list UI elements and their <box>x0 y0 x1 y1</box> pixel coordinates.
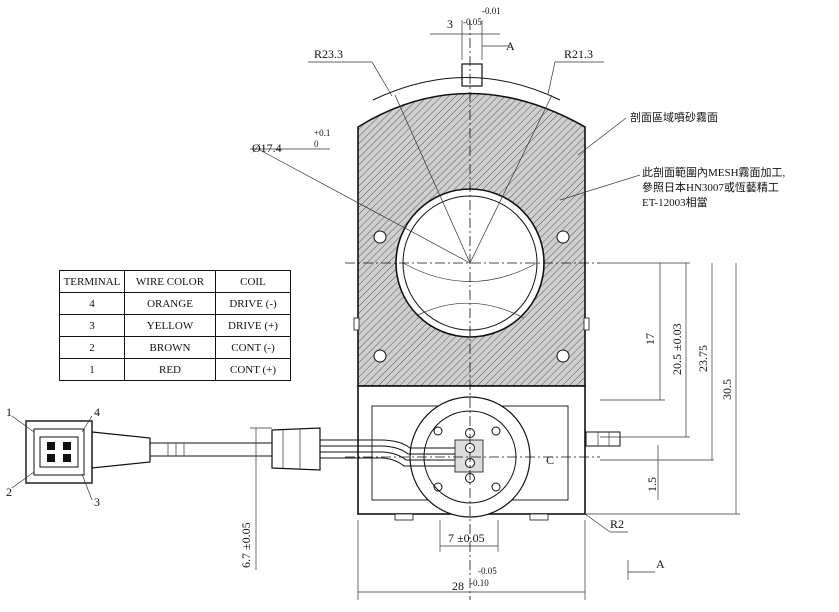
table-row: 4 ORANGE DRIVE (-) <box>59 292 291 315</box>
bore-tolerance-upper: +0.1 <box>314 128 330 138</box>
hatched-body <box>353 63 590 387</box>
table-row: 3 YELLOW DRIVE (+) <box>59 314 291 337</box>
cell-terminal: 1 <box>59 358 125 381</box>
header-coil: COIL <box>215 270 291 293</box>
mounting-hole <box>556 230 570 244</box>
cell-coil: CONT (+) <box>215 358 291 381</box>
cell-wire-color: BROWN <box>124 336 216 359</box>
section-mark-bottom: A <box>656 557 665 571</box>
cell-terminal: 3 <box>59 314 125 337</box>
cell-terminal: 2 <box>59 336 125 359</box>
pin-label: 4 <box>94 405 100 419</box>
bore-diameter: Ø17.4 <box>252 141 282 155</box>
section-mark-top: A <box>506 39 515 53</box>
slot-tolerance-lower: -0.05 <box>463 17 482 27</box>
header-wire-color: WIRE COLOR <box>124 270 216 293</box>
table-row: 2 BROWN CONT (-) <box>59 336 291 359</box>
dimension-17: 17 <box>643 333 657 345</box>
dimension-30-5: 30.5 <box>720 379 734 400</box>
width-28: 28 <box>452 579 464 593</box>
reference-c: C <box>546 453 554 467</box>
mesh-note-line3: ET-12003相當 <box>642 196 708 209</box>
table-row: 1 RED CONT (+) <box>59 358 291 381</box>
width-tolerance-upper: -0.05 <box>478 566 497 576</box>
dimension-7: 7 ±0.05 <box>448 531 485 545</box>
cell-wire-color: YELLOW <box>124 314 216 337</box>
mounting-hole <box>556 349 570 363</box>
sensor-housing <box>320 385 621 521</box>
cell-terminal: 4 <box>59 292 125 315</box>
radius-right: R21.3 <box>564 47 593 61</box>
cell-coil: CONT (-) <box>215 336 291 359</box>
cell-wire-color: RED <box>124 358 216 381</box>
mounting-hole <box>373 349 387 363</box>
dimension-lines <box>250 20 740 600</box>
mounting-hole <box>373 230 387 244</box>
corner-radius: R2 <box>610 517 624 531</box>
slot-dimension: 3 <box>447 17 453 31</box>
cable-assembly <box>11 415 321 501</box>
bore-tolerance-lower: 0 <box>314 139 319 149</box>
cell-coil: DRIVE (+) <box>215 314 291 337</box>
table-header-row: TERMINAL WIRE COLOR COIL <box>59 270 291 293</box>
header-terminal: TERMINAL <box>59 270 125 293</box>
mesh-note-line2: 參照日本HN3007或恆藝精工 <box>642 180 779 194</box>
dimension-6-7: 6.7 ±0.05 <box>239 522 253 568</box>
dimension-23-75: 23.75 <box>696 345 710 372</box>
sandblast-note: 剖面區域噴砂霧面 <box>630 110 718 124</box>
pin-label: 1 <box>6 405 12 419</box>
dimension-1-5: 1.5 <box>645 477 659 492</box>
cell-coil: DRIVE (-) <box>215 292 291 315</box>
cell-wire-color: ORANGE <box>124 292 216 315</box>
pin-label: 3 <box>94 495 100 509</box>
dimension-20-5: 20.5 ±0.03 <box>670 323 684 375</box>
mesh-note-line1: 此剖面範圍內MESH霧面加工, <box>642 165 786 179</box>
slot-tolerance-upper: -0.01 <box>482 6 501 16</box>
width-tolerance-lower: -0.10 <box>470 578 489 588</box>
pin-label: 2 <box>6 485 12 499</box>
terminal-table: TERMINAL WIRE COLOR COIL 4 ORANGE DRIVE … <box>59 270 291 381</box>
radius-left: R23.3 <box>314 47 343 61</box>
